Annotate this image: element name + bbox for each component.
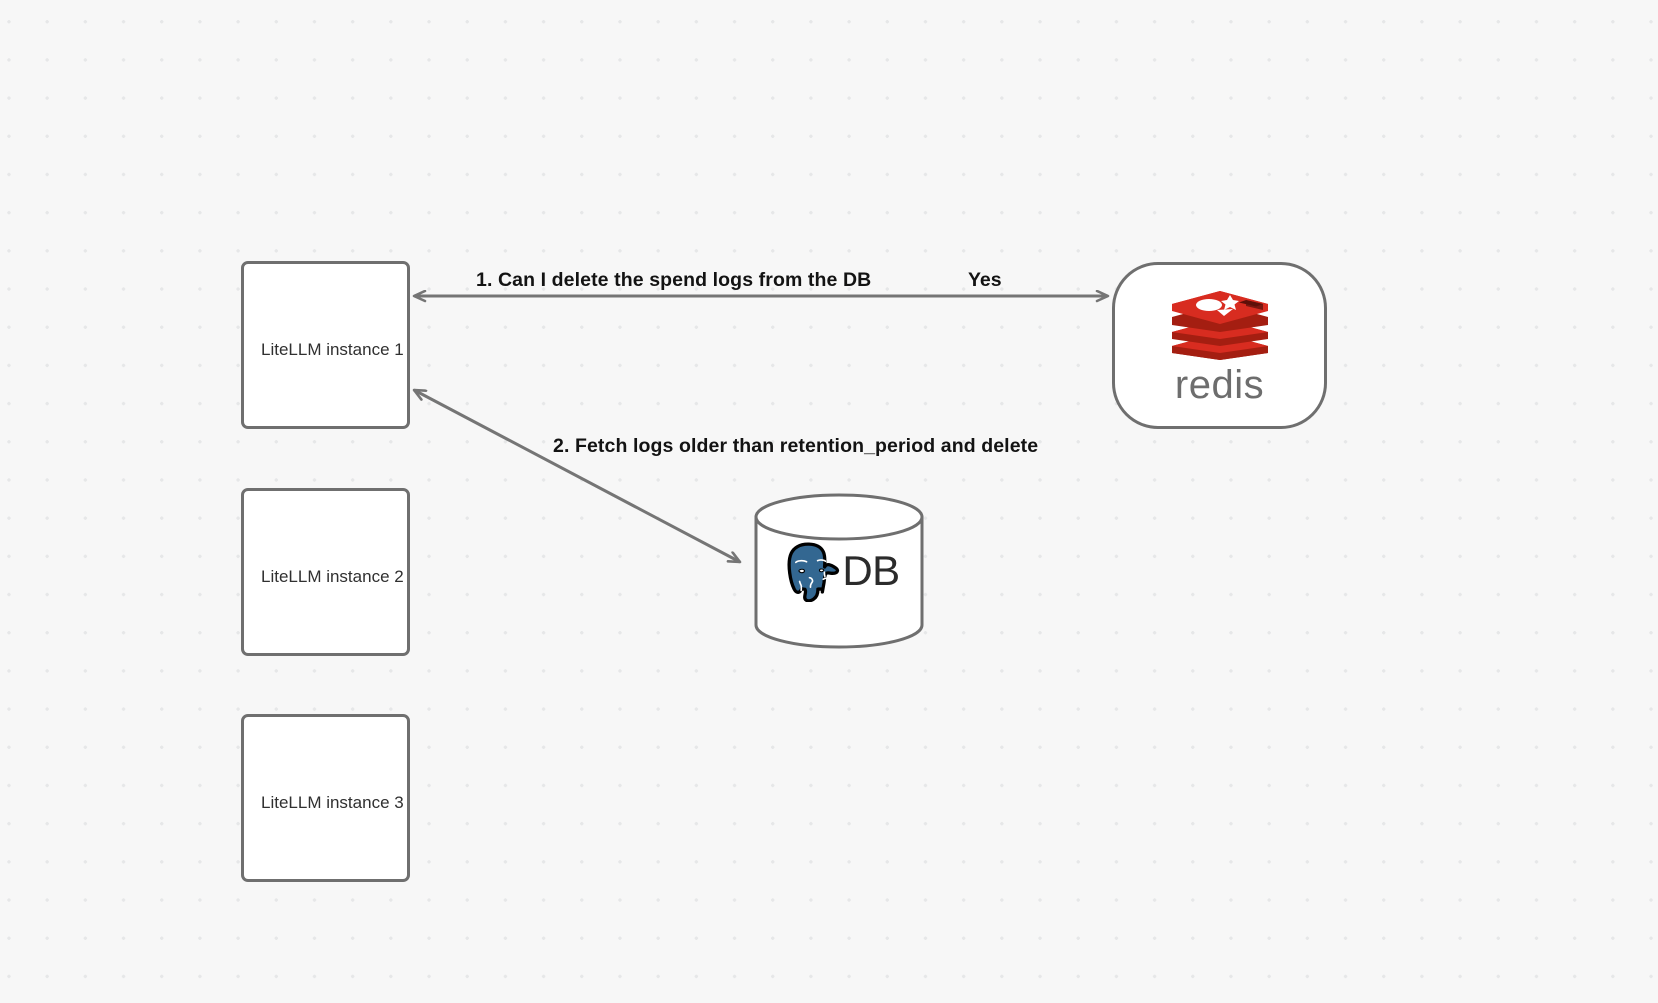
- database-label: DB: [842, 547, 900, 594]
- edge-label-yes: Yes: [968, 269, 1002, 291]
- node-database[interactable]: DB: [753, 492, 925, 650]
- postgresql-elephant-icon: [787, 542, 840, 602]
- node-litellm-instance-1-label: LiteLLM instance 1: [261, 340, 404, 359]
- edge-label-step-2: 2. Fetch logs older than retention_perio…: [553, 435, 1039, 457]
- node-litellm-instance-2-label: LiteLLM instance 2: [261, 567, 404, 586]
- redis-logo-wrap: redis: [1168, 289, 1272, 405]
- node-litellm-instance-3-label: LiteLLM instance 3: [261, 793, 404, 812]
- node-litellm-instance-2[interactable]: LiteLLM instance 2: [241, 488, 410, 656]
- redis-logo-icon: [1171, 290, 1268, 360]
- edge-label-step-1: 1. Can I delete the spend logs from the …: [476, 269, 872, 291]
- database-logo-row: DB: [753, 492, 925, 650]
- node-litellm-instance-1[interactable]: LiteLLM instance 1: [241, 261, 410, 429]
- node-redis[interactable]: redis: [1112, 262, 1327, 429]
- node-litellm-instance-3[interactable]: LiteLLM instance 3: [241, 714, 410, 882]
- redis-wordmark: redis: [1174, 362, 1265, 407]
